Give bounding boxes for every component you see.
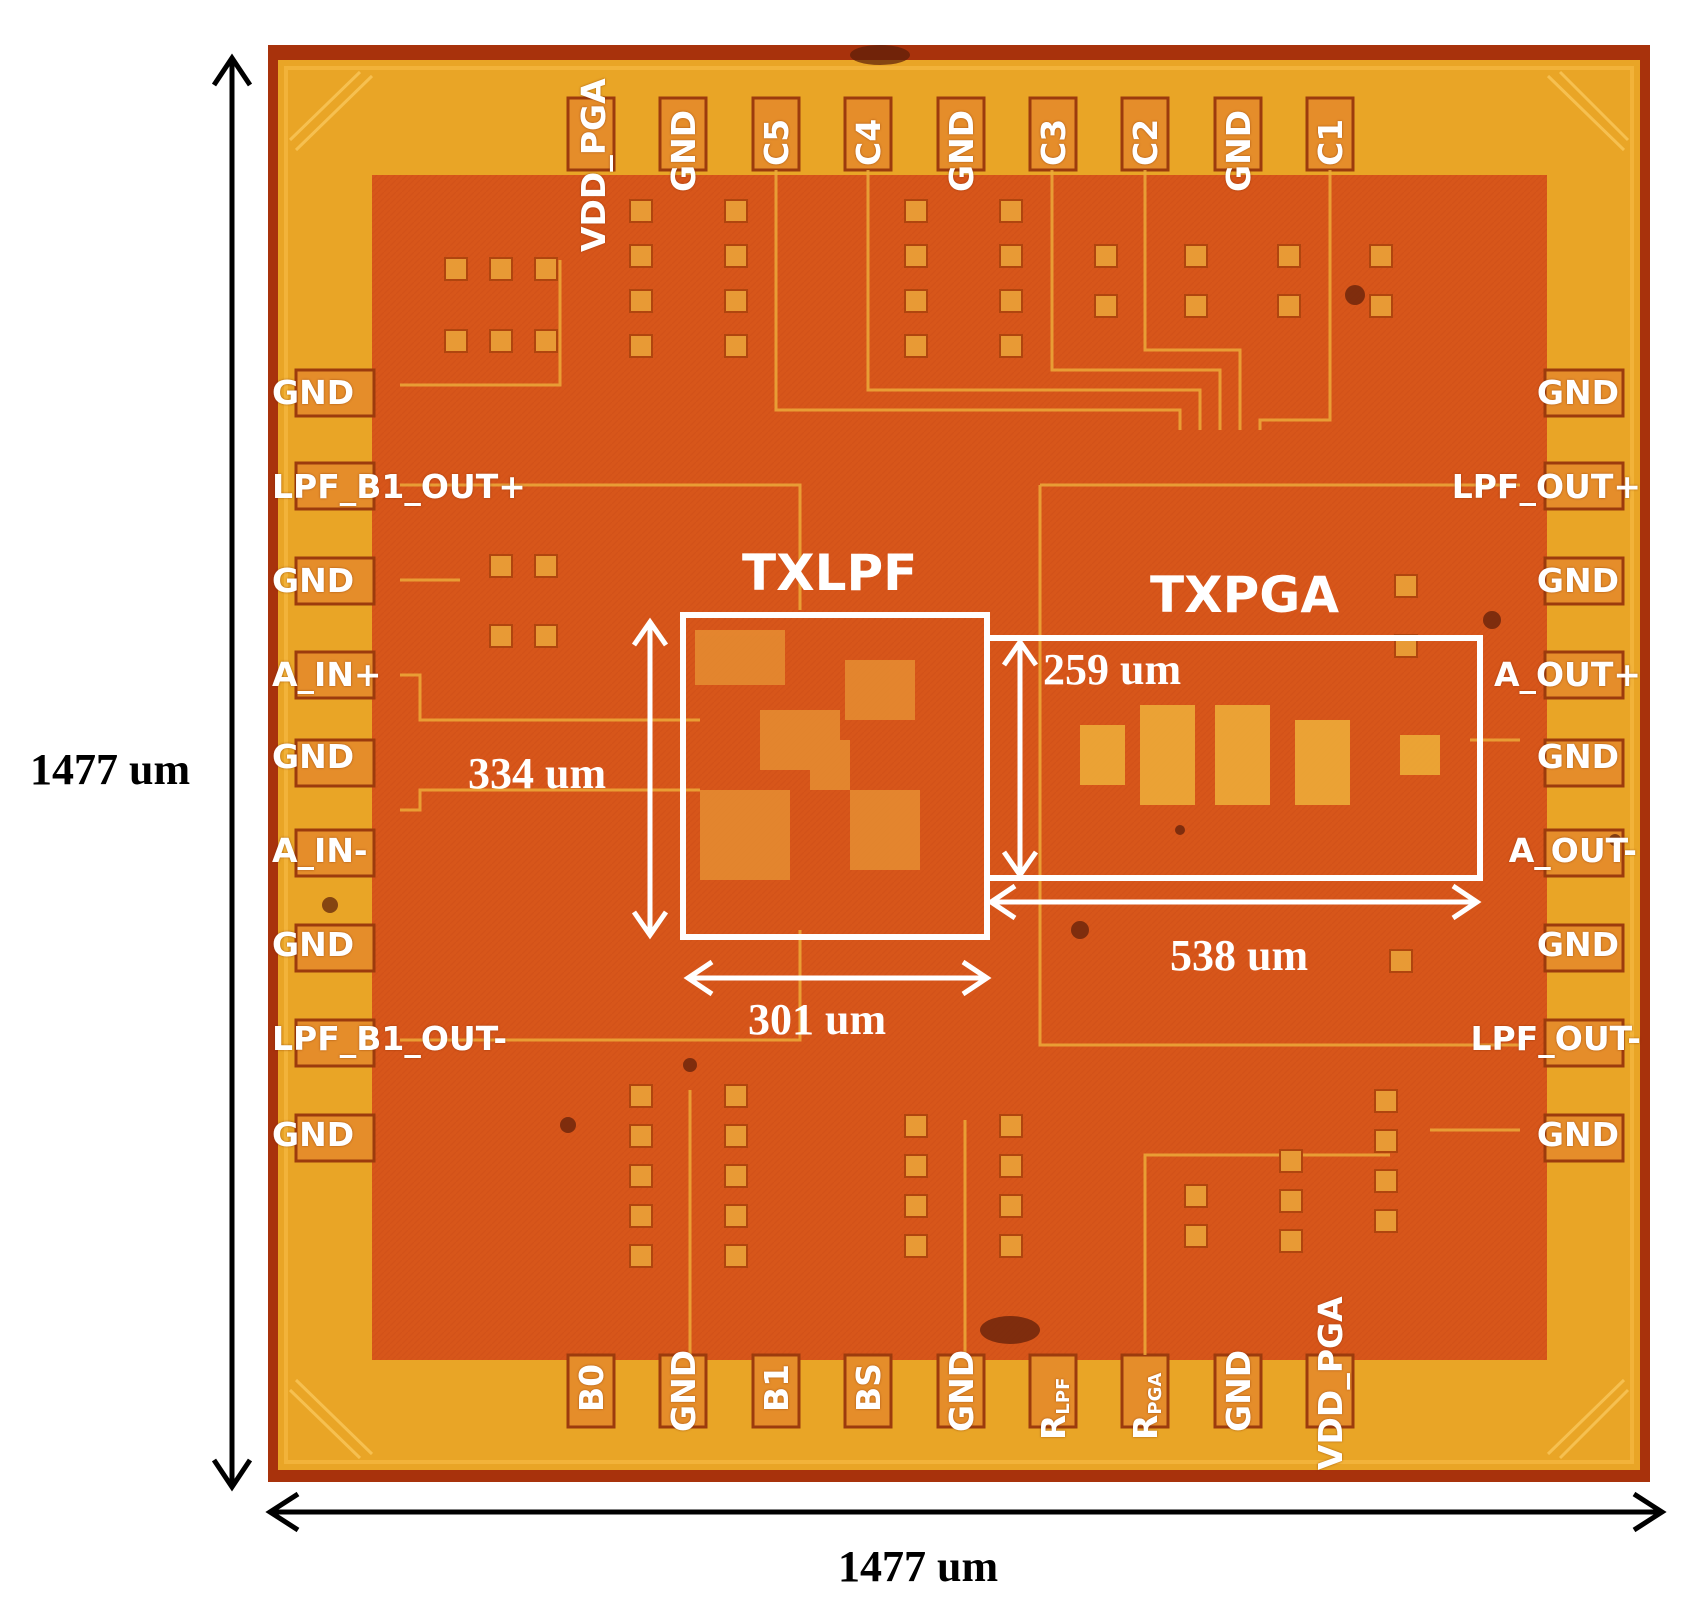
pad-label-left-2: LPF_B1_OUT+ bbox=[272, 467, 526, 506]
pad-bottom-8 bbox=[1213, 1353, 1263, 1429]
pad-label-left-9: GND bbox=[272, 1115, 355, 1154]
pad-right-3 bbox=[1543, 556, 1625, 606]
pad-label-left-5: GND bbox=[272, 737, 355, 776]
pad-label-bottom-3: B1 bbox=[757, 1363, 796, 1412]
pad-label-bottom-1: B0 bbox=[572, 1363, 611, 1412]
pad-right-7 bbox=[1543, 923, 1625, 973]
pad-label-right-4: A_OUT+ bbox=[1493, 655, 1641, 694]
pad-label-bottom-5: GND bbox=[942, 1349, 981, 1432]
pad-label-right-3: GND bbox=[1536, 561, 1619, 600]
pad-right-2 bbox=[1543, 461, 1625, 511]
txlpf-title: TXLPF bbox=[742, 544, 918, 602]
pad-left-9 bbox=[294, 1113, 376, 1163]
pad-label-right-9: GND bbox=[1536, 1115, 1619, 1154]
pad-label-right-6: A_OUT- bbox=[1508, 831, 1637, 870]
pad-label-top-9: C1 bbox=[1311, 118, 1350, 166]
pad-label-left-1: GND bbox=[272, 373, 355, 412]
pad-label-right-8: LPF_OUT- bbox=[1470, 1019, 1641, 1058]
pad-right-1 bbox=[1543, 368, 1625, 418]
pad-left-6 bbox=[294, 828, 376, 878]
txpga-title: TXPGA bbox=[1150, 566, 1340, 624]
pad-label-left-4: A_IN+ bbox=[272, 655, 382, 694]
pad-left-5 bbox=[294, 738, 376, 788]
pad-label-right-5: GND bbox=[1536, 737, 1619, 776]
pad-label-top-6: C3 bbox=[1034, 118, 1073, 166]
pad-left-2 bbox=[294, 461, 376, 511]
pad-right-9 bbox=[1543, 1113, 1625, 1163]
pad-label-top-8: GND bbox=[1219, 109, 1258, 192]
pad-right-8 bbox=[1543, 1018, 1625, 1068]
pad-label-top-2: GND bbox=[664, 109, 703, 192]
pad-label-top-4: C4 bbox=[849, 118, 888, 166]
pad-label-right-2: LPF_OUT+ bbox=[1451, 467, 1641, 506]
txpga-width-label: 538 um bbox=[1170, 931, 1309, 980]
pad-left-8 bbox=[294, 1018, 376, 1068]
pad-top-7 bbox=[1120, 96, 1170, 172]
pad-left-3 bbox=[294, 556, 376, 606]
die-width-label: 1477 um bbox=[838, 1542, 999, 1591]
pad-top-8 bbox=[1213, 96, 1263, 172]
pad-label-left-3: GND bbox=[272, 561, 355, 600]
pad-label-left-6: A_IN- bbox=[272, 831, 368, 870]
pad-bottom-4 bbox=[843, 1353, 893, 1429]
txlpf-circuitry bbox=[695, 630, 920, 880]
pad-left-4 bbox=[294, 650, 376, 700]
die-height-label: 1477 um bbox=[30, 745, 191, 794]
pad-label-left-7: GND bbox=[272, 925, 355, 964]
pad-label-bottom-6: RLPF bbox=[1034, 1377, 1074, 1440]
txpga-outline bbox=[984, 635, 1483, 881]
pad-bottom-2 bbox=[658, 1353, 708, 1429]
pad-label-top-7: C2 bbox=[1126, 118, 1165, 166]
pad-label-top-5: GND bbox=[942, 109, 981, 192]
pad-top-2 bbox=[658, 96, 708, 172]
pad-label-bottom-2: GND bbox=[664, 1349, 703, 1432]
txpga-circuitry bbox=[1080, 705, 1440, 805]
pad-label-right-7: GND bbox=[1536, 925, 1619, 964]
pad-left-1 bbox=[294, 368, 376, 418]
pad-label-top-1: VDD_PGA bbox=[574, 78, 613, 252]
pad-top-5 bbox=[936, 96, 986, 172]
pad-left-7 bbox=[294, 923, 376, 973]
pad-right-5 bbox=[1543, 738, 1625, 788]
pad-bottom-5 bbox=[936, 1353, 986, 1429]
pad-label-right-1: GND bbox=[1536, 373, 1619, 412]
pad-label-bottom-8: GND bbox=[1219, 1349, 1258, 1432]
pad-bottom-6 bbox=[1028, 1353, 1078, 1429]
pad-top-1 bbox=[566, 96, 616, 172]
txpga-height-label: 259 um bbox=[1043, 645, 1182, 694]
pad-label-bottom-4: BS bbox=[849, 1363, 888, 1412]
pad-label-bottom-7: RPGA bbox=[1126, 1372, 1166, 1440]
pad-bottom-7 bbox=[1120, 1353, 1170, 1429]
pad-label-left-8: LPF_B1_OUT- bbox=[272, 1019, 508, 1058]
pad-label-top-3: C5 bbox=[757, 118, 796, 166]
pad-bottom-3 bbox=[751, 1353, 801, 1429]
pad-bottom-9 bbox=[1305, 1353, 1355, 1429]
txlpf-height-label: 334 um bbox=[468, 749, 607, 798]
pad-bottom-1 bbox=[566, 1353, 616, 1429]
pad-label-bottom-9: VDD_PGA bbox=[1311, 1296, 1350, 1470]
pad-right-4 bbox=[1543, 650, 1625, 700]
txlpf-width-label: 301 um bbox=[748, 995, 887, 1044]
